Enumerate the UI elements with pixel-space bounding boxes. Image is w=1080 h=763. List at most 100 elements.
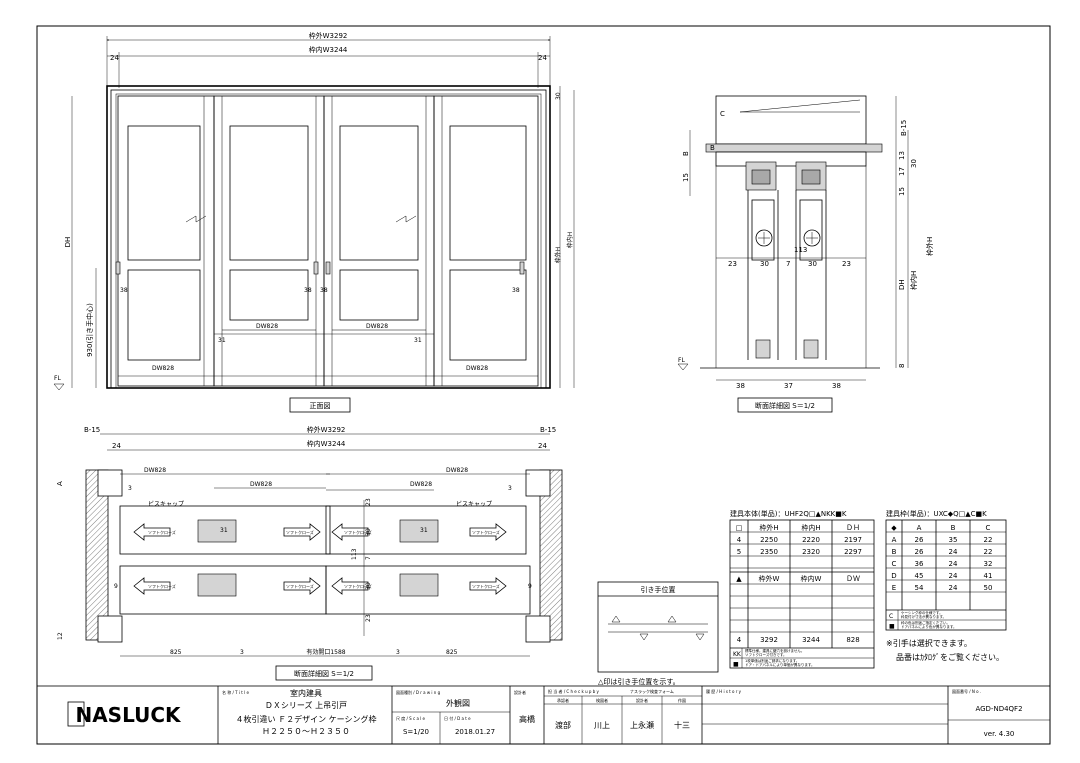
side-dim-30b: 30	[808, 260, 817, 268]
body-w-r1-0: 4	[737, 636, 742, 644]
plan-left-offset: 24	[112, 442, 121, 450]
plan-inner-width: 枠内W3244	[307, 439, 346, 448]
body-r1-3: 2197	[844, 536, 862, 544]
frame-sq-key: ■	[889, 623, 895, 630]
checker-name-2: 上永瀬	[630, 720, 654, 730]
title-label: 名 称 / T i t l e	[222, 689, 249, 695]
side-dim-7: 7	[786, 260, 790, 268]
frame-r2-0: C	[892, 560, 897, 568]
scale-value: S=1/20	[403, 728, 429, 736]
plan-dw-2: DW828	[250, 481, 272, 488]
plan-3-b1: 3	[240, 649, 244, 656]
frame-r0-1: 26	[915, 536, 924, 544]
softclose-arrows: ソフトクローズ ソフトクローズ ソフトクローズ ソフトクローズ ソフトクローズ …	[133, 523, 507, 595]
softclose-label-2: ソフトクローズ	[148, 583, 176, 589]
frame-h-0: ◆	[891, 524, 897, 532]
nasluck-logo: NASLUCK	[67, 701, 182, 727]
softclose-label-1: ソフトクローズ	[148, 529, 176, 535]
remark-line-1: ※引手は選択できます。	[886, 638, 972, 648]
drawing-label: 図面種別 / D r a w i n g	[396, 689, 441, 695]
plan-a: A	[56, 481, 64, 486]
front-view: 枠外W3292 枠内W3244 24 24	[53, 31, 575, 413]
softclose-label-3: ソフトクローズ	[286, 529, 314, 535]
plan-b15-left: B-15	[84, 426, 100, 434]
side-section-caption: 断面詳細図 S＝1/2	[755, 401, 815, 410]
plan-3-right: 3	[508, 485, 512, 492]
side-dim-37: 37	[784, 382, 793, 390]
body-r1-0: 4	[737, 536, 742, 544]
front-frame-h-inner: 枠内H	[566, 232, 574, 249]
body-h1-2: 枠内H	[801, 523, 820, 532]
front-outer-width: 枠外W3292	[309, 31, 348, 40]
frame-c-key: C	[889, 613, 893, 620]
side-30: 30	[910, 159, 918, 168]
plan-v-23b: 23	[365, 614, 372, 622]
frame-r0-0: A	[892, 536, 897, 544]
side-frame-outer: 枠外H	[925, 237, 934, 256]
history-label: 履 歴 / H i s t o r y	[706, 688, 742, 694]
side-c: C	[720, 110, 725, 118]
front-dw-3: DW828	[366, 323, 388, 330]
frame-r3-1: 45	[915, 572, 924, 580]
front-dw-2: DW828	[256, 323, 278, 330]
plan-section-caption: 断面詳細図 S＝1/2	[294, 669, 354, 678]
plan-dw-1: DW828	[144, 467, 166, 474]
plan-b15-right: B-15	[540, 426, 556, 434]
frame-r0-3: 22	[984, 536, 993, 544]
pull-position-legend: 引き手位置 △印は引き手位置を示す。	[597, 581, 719, 686]
screw-cap-left: ビスキャップ	[148, 500, 184, 508]
body-kk-note-2: ソフトクローズ付きです。	[745, 652, 786, 657]
side-frame-inner: 枠内H	[909, 271, 918, 290]
checker-name-0: 渡部	[555, 720, 571, 730]
softclose-label-8: ソフトクローズ	[472, 583, 500, 589]
softclose-label-7: ソフトクローズ	[472, 529, 500, 535]
front-frame-h: 枠外H	[554, 247, 562, 264]
body-table-title: 建具本体(単品)：UHF2Q□▲NKK■K	[730, 509, 847, 518]
body-h2-3: ＤＷ	[846, 575, 860, 583]
frame-c-note-1: ケーシング枠の仕様です。	[901, 610, 943, 615]
front-dim-38-d: 38	[512, 287, 520, 294]
frame-table-title: 建具枠(単品)：UXC◆Q□▲C■K	[886, 509, 987, 518]
plan-outer-width: 枠外W3292	[307, 425, 346, 434]
pull-legend-note: △印は引き手位置を示す。	[598, 677, 680, 686]
frame-c-note-2: 枠見付け寸法が異なります。	[901, 614, 946, 619]
front-doors	[115, 95, 539, 387]
front-left-offset: 24	[110, 54, 119, 62]
plan-3-b2: 3	[396, 649, 400, 656]
side-dim-23b: 23	[842, 260, 851, 268]
no-label: 図面番号 / N o .	[952, 688, 981, 694]
body-w-r1-2: 3244	[802, 636, 820, 644]
front-view-caption: 正面図	[310, 402, 331, 410]
body-h1-3: ＤＨ	[846, 524, 860, 532]
plan-right-offset: 24	[538, 442, 547, 450]
body-w-r1-1: 3292	[760, 636, 778, 644]
plan-12: 12	[57, 632, 64, 640]
frame-h-1: A	[917, 524, 922, 532]
body-h2-1: 枠外W	[759, 574, 780, 583]
frame-r4-0: E	[892, 584, 896, 592]
side-15: 15	[898, 187, 906, 196]
side-fl: FL	[678, 357, 685, 364]
date-label: 日 付 / D a t e	[444, 715, 471, 721]
frame-r3-2: 24	[949, 572, 958, 580]
frame-r4-1: 54	[915, 584, 924, 592]
frame-h-2: B	[951, 524, 956, 532]
frame-r1-3: 22	[984, 548, 993, 556]
check-note: ナスラック検査フォーム	[630, 688, 674, 694]
side-dim-30a: 30	[760, 260, 769, 268]
frame-r3-0: D	[891, 572, 896, 580]
designer-label: 設計者	[514, 689, 526, 695]
side-section-view: C B 113 23 30 7 30 23 38 37 38 B 15 FL B…	[677, 95, 934, 413]
body-h1-1: 枠外H	[759, 523, 778, 532]
body-r2-1: 2350	[760, 548, 778, 556]
body-h2-2: 枠内W	[801, 574, 822, 583]
plan-31-right: 31	[420, 527, 428, 534]
checker-head-1: 検図者	[596, 697, 608, 703]
frame-r3-3: 41	[984, 572, 993, 580]
plan-dw-4: DW828	[446, 467, 468, 474]
title-series: ＤＸシリーズ 上吊引戸	[265, 700, 347, 710]
frame-r1-1: 26	[915, 548, 924, 556]
checker-name-3: 十三	[674, 720, 690, 730]
front-handle-height: 930(引き手中心)	[85, 303, 94, 357]
